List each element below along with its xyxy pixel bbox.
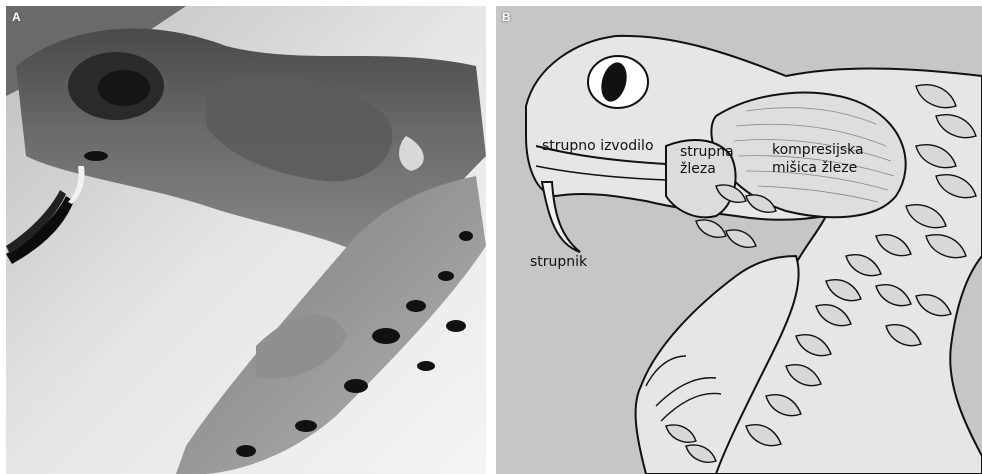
panel-b-diagram: B strupno izvodilo strupna žleza kompres… [496,6,982,474]
label-fang: strupnik [530,254,587,271]
eye [588,56,648,108]
label-venom-gland-line1: strupna [680,144,734,161]
label-compressor-line1: kompresijska [772,142,864,159]
panel-b-letter: B [502,10,511,24]
label-venom-duct: strupno izvodilo [542,138,654,155]
panel-a-photo: A [6,6,486,474]
label-venom-gland-line2: žleza [680,161,716,178]
label-compressor-line2: mišica žleze [772,160,857,177]
panel-a-letter: A [12,10,21,24]
snake-head-photo [6,6,486,474]
snake-head-drawing [496,6,982,474]
